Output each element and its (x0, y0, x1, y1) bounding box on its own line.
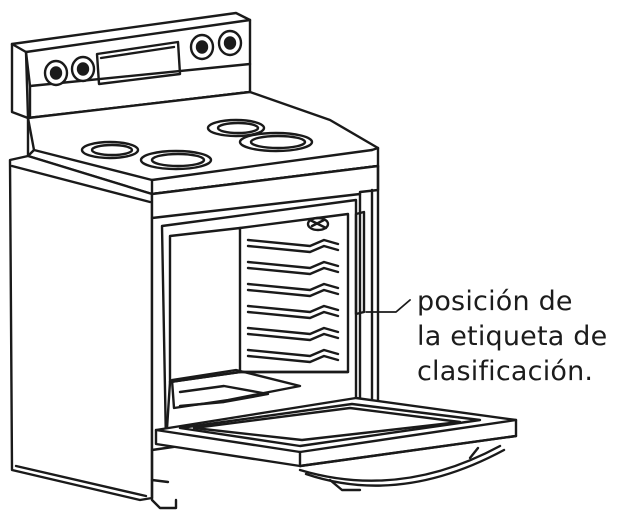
leader-line (365, 299, 411, 313)
display-window (95, 40, 182, 86)
knob-icon (43, 59, 69, 87)
cooktop (26, 90, 380, 196)
callout-line-3: clasificación. (417, 356, 594, 387)
oven-door (154, 396, 518, 492)
burner-ring (249, 134, 307, 150)
burner-icon (80, 140, 140, 160)
burner-ring (150, 152, 206, 168)
burner-ring (216, 121, 260, 135)
rating-label-callout: posición de la etiqueta de clasificación… (417, 284, 623, 389)
knob-icon (189, 33, 215, 61)
rating-label-marker (354, 210, 366, 316)
door-handle (298, 444, 502, 482)
callout-line-1: posición de (417, 286, 573, 317)
burner-icon (206, 118, 266, 138)
oven-light-icon (306, 216, 330, 232)
burner-icon (238, 131, 314, 153)
control-knobs (43, 29, 243, 87)
burner-icon (139, 149, 213, 171)
knob-icon (217, 29, 243, 57)
burner-ring (90, 143, 134, 157)
knob-icon (70, 55, 96, 83)
callout-line-2: la etiqueta de (417, 321, 608, 352)
rack-guides (246, 238, 340, 364)
oven-cavity (160, 198, 366, 446)
